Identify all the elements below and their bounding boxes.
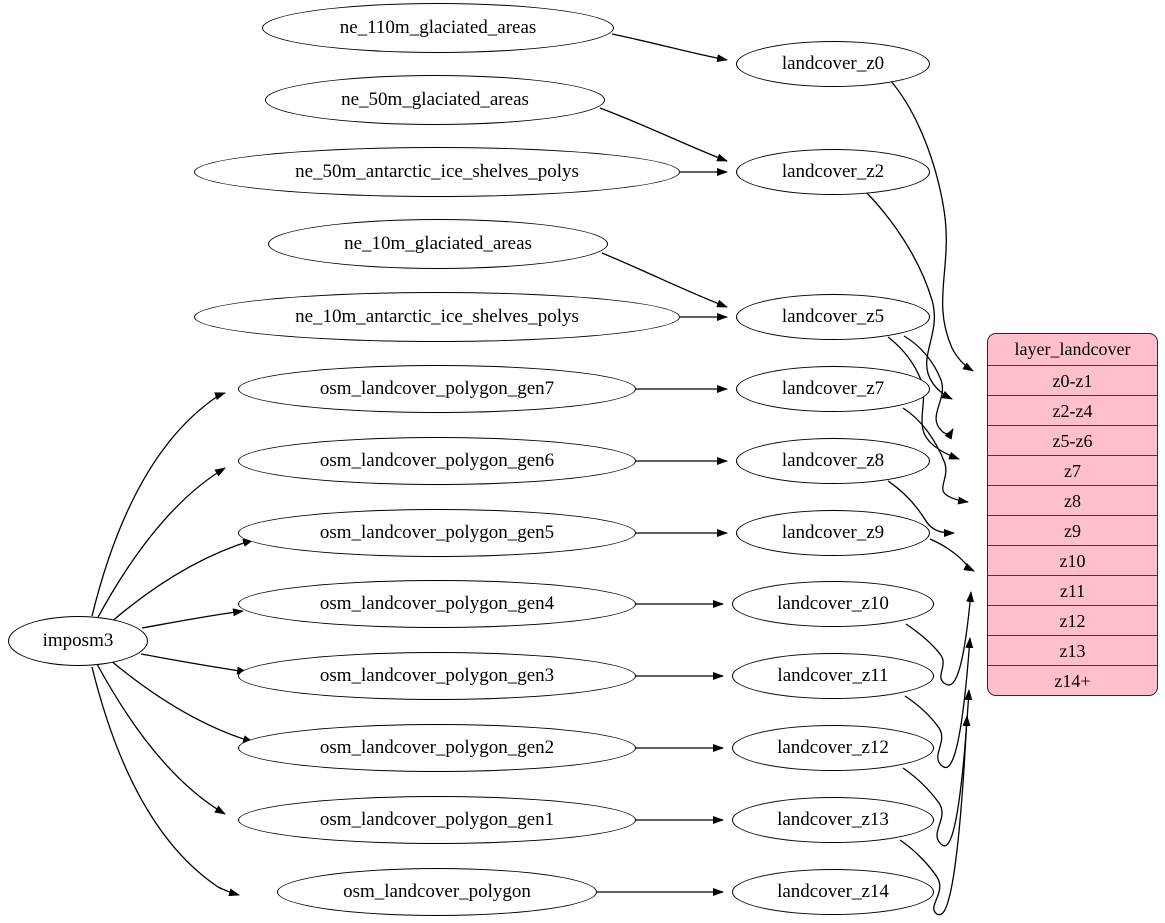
node-landcover-z5[interactable]: landcover_z5 [736,294,930,340]
edge-z9-row-z10 [929,538,975,572]
node-osm-landcover-polygon-gen7[interactable]: osm_landcover_polygon_gen7 [238,365,636,413]
node-osm-landcover-polygon-gen2[interactable]: osm_landcover_polygon_gen2 [238,724,636,772]
node-ne-50m-antarctic-ice-shelves-polys[interactable]: ne_50m_antarctic_ice_shelves_polys [194,147,680,197]
edge-ne10mgl-z5 [601,252,728,308]
node-ne-10m-antarctic-ice-shelves-polys[interactable]: ne_10m_antarctic_ice_shelves_polys [194,292,680,342]
node-landcover-z14[interactable]: landcover_z14 [732,869,934,915]
node-label: osm_landcover_polygon_gen4 [319,593,555,614]
edge-imposm3-gen5 [109,539,254,624]
edge-z10-row-z11 [905,591,975,686]
node-ne-110m-glaciated-areas[interactable]: ne_110m_glaciated_areas [262,3,614,53]
node-osm-landcover-polygon-gen5[interactable]: osm_landcover_polygon_gen5 [238,509,636,557]
layer-row-z11[interactable]: z11 [988,575,1157,605]
layer-row-z7[interactable]: z7 [988,455,1157,485]
node-label: osm_landcover_polygon_gen5 [319,522,555,543]
layer-row-z5-z6[interactable]: z5-z6 [988,425,1157,455]
edge-z11-row-z12 [904,637,974,769]
edge-ne110m-z0 [611,33,728,63]
node-label: landcover_z8 [781,450,885,471]
node-landcover-z2[interactable]: landcover_z2 [736,149,930,195]
edge-imposm3-gen2 [109,659,254,743]
edge-imposm3-gen6 [96,467,226,620]
node-landcover-z0[interactable]: landcover_z0 [736,41,930,87]
edge-imposm3-polygon [91,666,240,897]
node-label: landcover_z12 [777,737,889,758]
node-label: landcover_z9 [781,522,885,543]
node-landcover-z8[interactable]: landcover_z8 [736,438,930,484]
edge-imposm3-gen7 [91,392,226,617]
node-imposm3[interactable]: imposm3 [8,616,148,666]
node-label: landcover_z11 [777,665,889,686]
edge-imposm3-gen3 [140,653,248,675]
edge-z8-row-z9 [887,480,955,537]
node-label: osm_landcover_polygon_gen1 [319,809,555,830]
node-label: landcover_z2 [781,161,885,182]
node-landcover-z10[interactable]: landcover_z10 [732,581,934,627]
layer-row-z10[interactable]: z10 [988,545,1157,575]
node-label: ne_10m_antarctic_ice_shelves_polys [295,306,579,327]
node-label: landcover_z14 [777,881,889,902]
node-label: ne_10m_glaciated_areas [344,233,532,254]
node-label: osm_landcover_polygon_gen7 [319,378,555,399]
layer-row-z0-z1[interactable]: z0-z1 [988,365,1157,395]
node-osm-landcover-polygon-gen1[interactable]: osm_landcover_polygon_gen1 [238,796,636,844]
node-label: landcover_z10 [777,593,889,614]
layer-row-z14-plus[interactable]: z14+ [988,665,1157,695]
node-label: imposm3 [42,630,114,651]
node-landcover-z12[interactable]: landcover_z12 [732,725,934,771]
edge-z2-row-z2z4 [865,191,953,400]
node-label: ne_50m_glaciated_areas [341,89,529,110]
node-landcover-z11[interactable]: landcover_z11 [732,653,934,699]
edge-z5-row-z5z6 [903,335,954,440]
edge-imposm3-gen1 [96,663,226,815]
node-label: ne_50m_antarctic_ice_shelves_polys [295,161,579,182]
node-label: osm_landcover_polygon_gen2 [319,737,555,758]
node-landcover-z13[interactable]: landcover_z13 [732,797,934,843]
layer-row-z13[interactable]: z13 [988,635,1157,665]
node-landcover-z9[interactable]: landcover_z9 [736,510,930,556]
layer-row-z12[interactable]: z12 [988,605,1157,635]
node-osm-landcover-polygon[interactable]: osm_landcover_polygon [277,868,597,916]
layer-landcover-title: layer_landcover [1014,339,1131,359]
edge-ne50mgl-z2 [599,107,728,162]
node-label: landcover_z7 [781,378,885,399]
node-osm-landcover-polygon-gen6[interactable]: osm_landcover_polygon_gen6 [238,437,636,485]
node-label: osm_landcover_polygon_gen6 [319,450,555,471]
layer-row-z9[interactable]: z9 [988,515,1157,545]
node-label: landcover_z0 [781,53,885,74]
node-osm-landcover-polygon-gen3[interactable]: osm_landcover_polygon_gen3 [238,652,636,700]
edge-imposm3-gen4 [141,608,244,629]
node-landcover-z7[interactable]: landcover_z7 [736,366,930,412]
layer-landcover-table[interactable]: layer_landcover z0-z1 z2-z4 z5-z6 z7 z8 … [987,333,1158,696]
node-ne-50m-glaciated-areas[interactable]: ne_50m_glaciated_areas [265,75,605,125]
edge-z0-row-z0z1 [889,79,974,372]
node-osm-landcover-polygon-gen4[interactable]: osm_landcover_polygon_gen4 [238,580,636,628]
layer-row-z2-z4[interactable]: z2-z4 [988,395,1157,425]
edge-z12-row-z13 [902,689,973,847]
edge-z7-row-z8 [902,407,969,505]
edge-z5b-row-z7 [887,336,960,460]
node-label: osm_landcover_polygon [343,881,531,902]
edge-z13-row-z14 [899,715,971,916]
node-label: landcover_z13 [777,809,889,830]
node-label: osm_landcover_polygon_gen3 [319,665,555,686]
node-ne-10m-glaciated-areas[interactable]: ne_10m_glaciated_areas [268,219,608,269]
node-label: ne_110m_glaciated_areas [339,17,537,38]
node-label: landcover_z5 [781,306,885,327]
layer-row-z8[interactable]: z8 [988,485,1157,515]
